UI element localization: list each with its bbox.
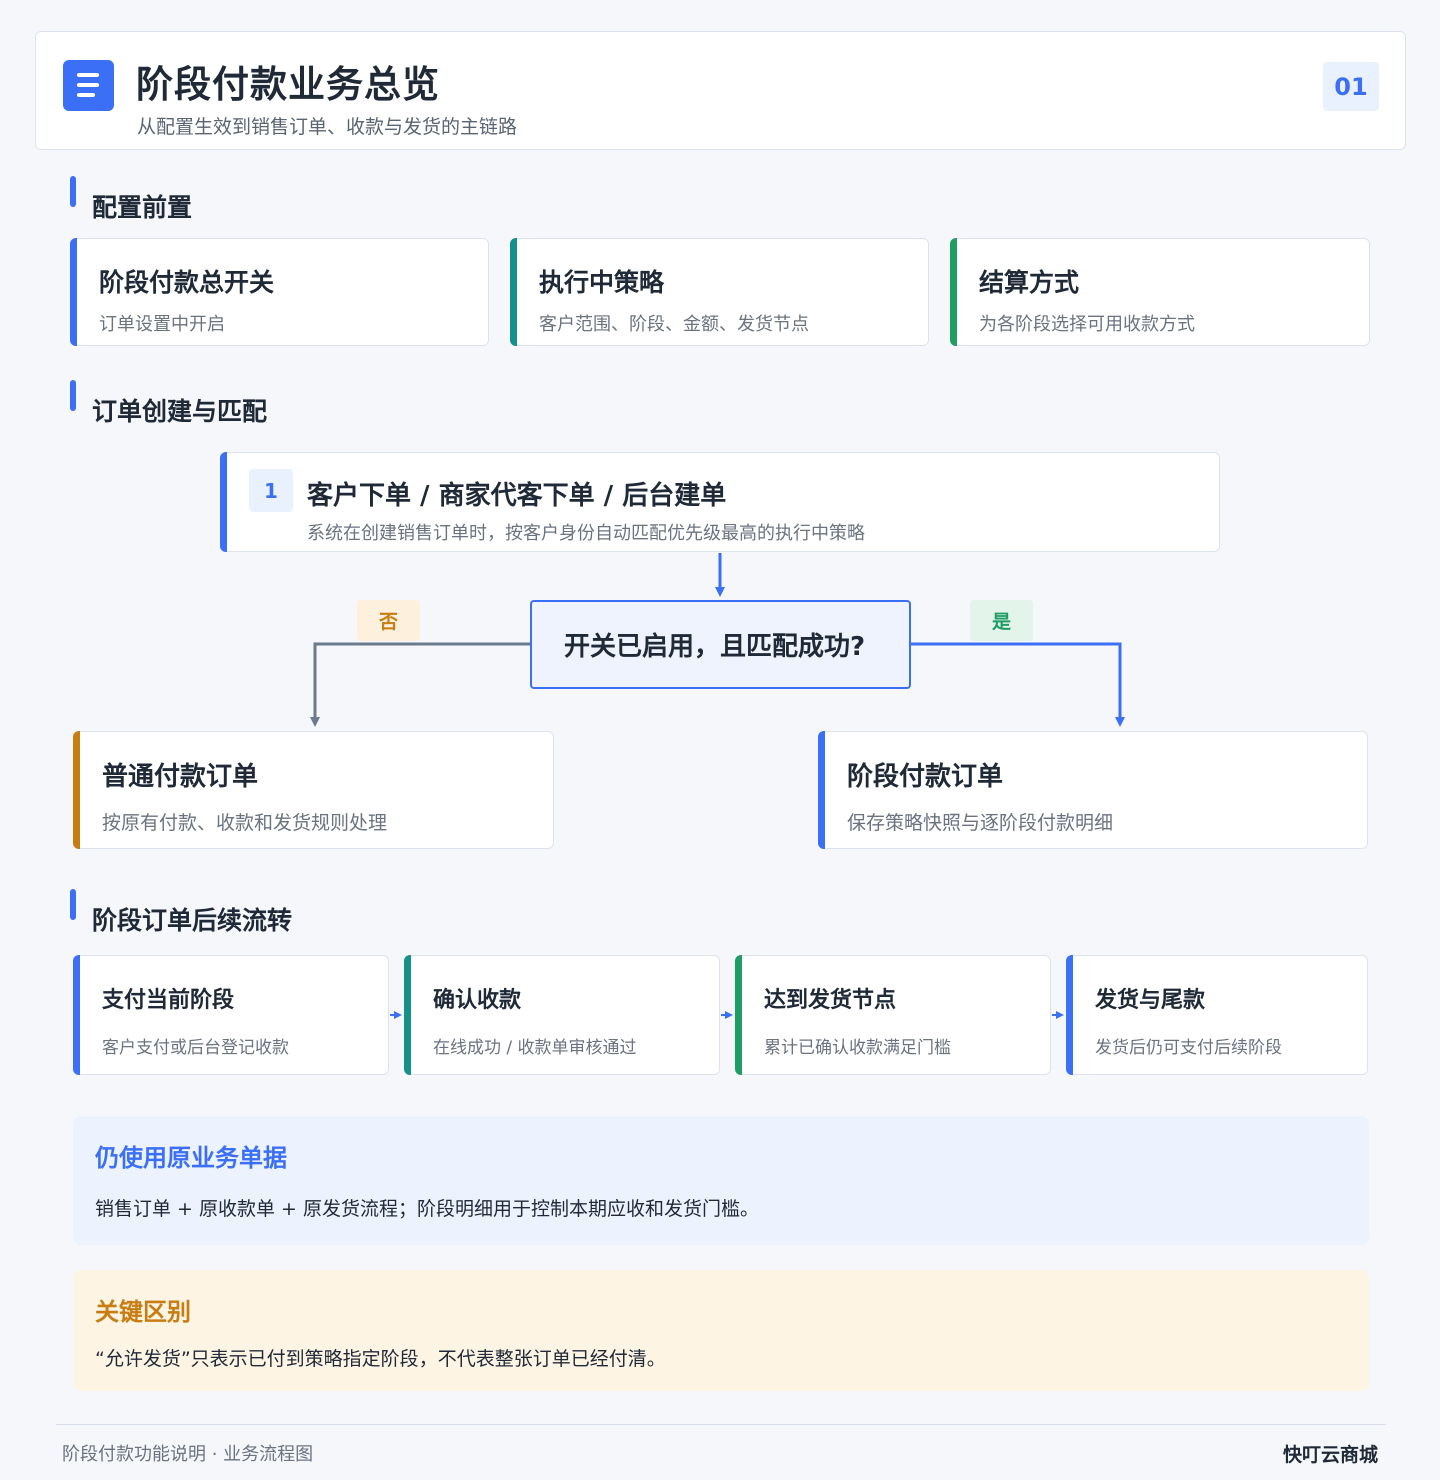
config-card-desc: 订单设置中开启 bbox=[99, 314, 225, 335]
flow-step-desc: 发货后仍可支付后续阶段 bbox=[1095, 1038, 1282, 1058]
section-title-followup: 阶段订单后续流转 bbox=[70, 889, 292, 936]
flow-step-ship-node: 达到发货节点 累计已确认收款满足门槛 bbox=[735, 955, 1051, 1075]
section-title-order: 订单创建与匹配 bbox=[70, 380, 267, 427]
config-card-settlement: 结算方式 为各阶段选择可用收款方式 bbox=[950, 238, 1370, 346]
arrow-yes-branch bbox=[911, 642, 1125, 727]
branch-yes-label: 是 bbox=[970, 600, 1033, 641]
flow-step-title: 达到发货节点 bbox=[764, 988, 897, 1013]
config-card-title: 执行中策略 bbox=[539, 268, 665, 297]
page-title: 阶段付款业务总览 bbox=[136, 63, 440, 106]
footer-divider bbox=[56, 1424, 1386, 1425]
header-card: 阶段付款业务总览 从配置生效到销售订单、收款与发货的主链路 01 bbox=[35, 31, 1406, 150]
note-desc: 销售订单 + 原收款单 + 原发货流程；阶段明细用于控制本期应收和发货门槛。 bbox=[95, 1198, 759, 1220]
flow-step-desc: 客户支付或后台登记收款 bbox=[102, 1038, 289, 1058]
flow-step-desc: 在线成功 / 收款单审核通过 bbox=[433, 1038, 637, 1058]
staged-order-desc: 保存策略快照与逐阶段付款明细 bbox=[847, 812, 1114, 834]
note-key-difference: 关键区别 “允许发货”只表示已付到策略指定阶段，不代表整张订单已经付清。 bbox=[73, 1270, 1369, 1391]
normal-order-card: 普通付款订单 按原有付款、收款和发货规则处理 bbox=[73, 731, 554, 849]
page-subtitle: 从配置生效到销售订单、收款与发货的主链路 bbox=[137, 116, 518, 138]
flow-step-title: 支付当前阶段 bbox=[102, 988, 235, 1013]
flow-step-title: 发货与尾款 bbox=[1095, 988, 1206, 1013]
staged-order-title: 阶段付款订单 bbox=[847, 762, 1004, 792]
config-card-strategy: 执行中策略 客户范围、阶段、金额、发货节点 bbox=[510, 238, 929, 346]
flow-step-title: 确认收款 bbox=[433, 988, 522, 1013]
flow-step-desc: 累计已确认收款满足门槛 bbox=[764, 1038, 951, 1058]
config-card-title: 结算方式 bbox=[979, 268, 1080, 297]
note-desc: “允许发货”只表示已付到策略指定阶段，不代表整张订单已经付清。 bbox=[95, 1348, 666, 1370]
arrow-no-branch bbox=[310, 642, 530, 727]
config-card-desc: 客户范围、阶段、金额、发货节点 bbox=[539, 314, 809, 335]
note-original-documents: 仍使用原业务单据 销售订单 + 原收款单 + 原发货流程；阶段明细用于控制本期应… bbox=[73, 1116, 1369, 1245]
create-order-desc: 系统在创建销售订单时，按客户身份自动匹配优先级最高的执行中策略 bbox=[307, 523, 865, 544]
staged-order-card: 阶段付款订单 保存策略快照与逐阶段付款明细 bbox=[818, 731, 1368, 849]
create-order-card: 1 客户下单 / 商家代客下单 / 后台建单 系统在创建销售订单时，按客户身份自… bbox=[220, 452, 1220, 552]
normal-order-desc: 按原有付款、收款和发货规则处理 bbox=[102, 812, 388, 834]
note-title: 关键区别 bbox=[95, 1298, 191, 1326]
normal-order-title: 普通付款订单 bbox=[102, 762, 259, 792]
branch-no-label: 否 bbox=[357, 600, 420, 641]
section-title-config: 配置前置 bbox=[70, 176, 192, 223]
page-number-badge: 01 bbox=[1323, 62, 1379, 111]
decision-node: 开关已启用，且匹配成功? bbox=[530, 600, 911, 689]
note-title: 仍使用原业务单据 bbox=[95, 1144, 287, 1172]
flow-step-ship-final: 发货与尾款 发货后仍可支付后续阶段 bbox=[1066, 955, 1368, 1075]
create-order-title: 客户下单 / 商家代客下单 / 后台建单 bbox=[307, 481, 727, 511]
step-number-badge: 1 bbox=[249, 469, 293, 512]
flow-step-pay: 支付当前阶段 客户支付或后台登记收款 bbox=[73, 955, 389, 1075]
config-card-switch: 阶段付款总开关 订单设置中开启 bbox=[70, 238, 489, 346]
footer-brand: 快叮云商城 bbox=[1282, 1444, 1378, 1466]
config-card-title: 阶段付款总开关 bbox=[99, 268, 275, 297]
config-card-desc: 为各阶段选择可用收款方式 bbox=[979, 314, 1195, 335]
flow-step-confirm: 确认收款 在线成功 / 收款单审核通过 bbox=[404, 955, 720, 1075]
footer-caption: 阶段付款功能说明 · 业务流程图 bbox=[62, 1444, 314, 1465]
document-icon bbox=[63, 60, 114, 111]
